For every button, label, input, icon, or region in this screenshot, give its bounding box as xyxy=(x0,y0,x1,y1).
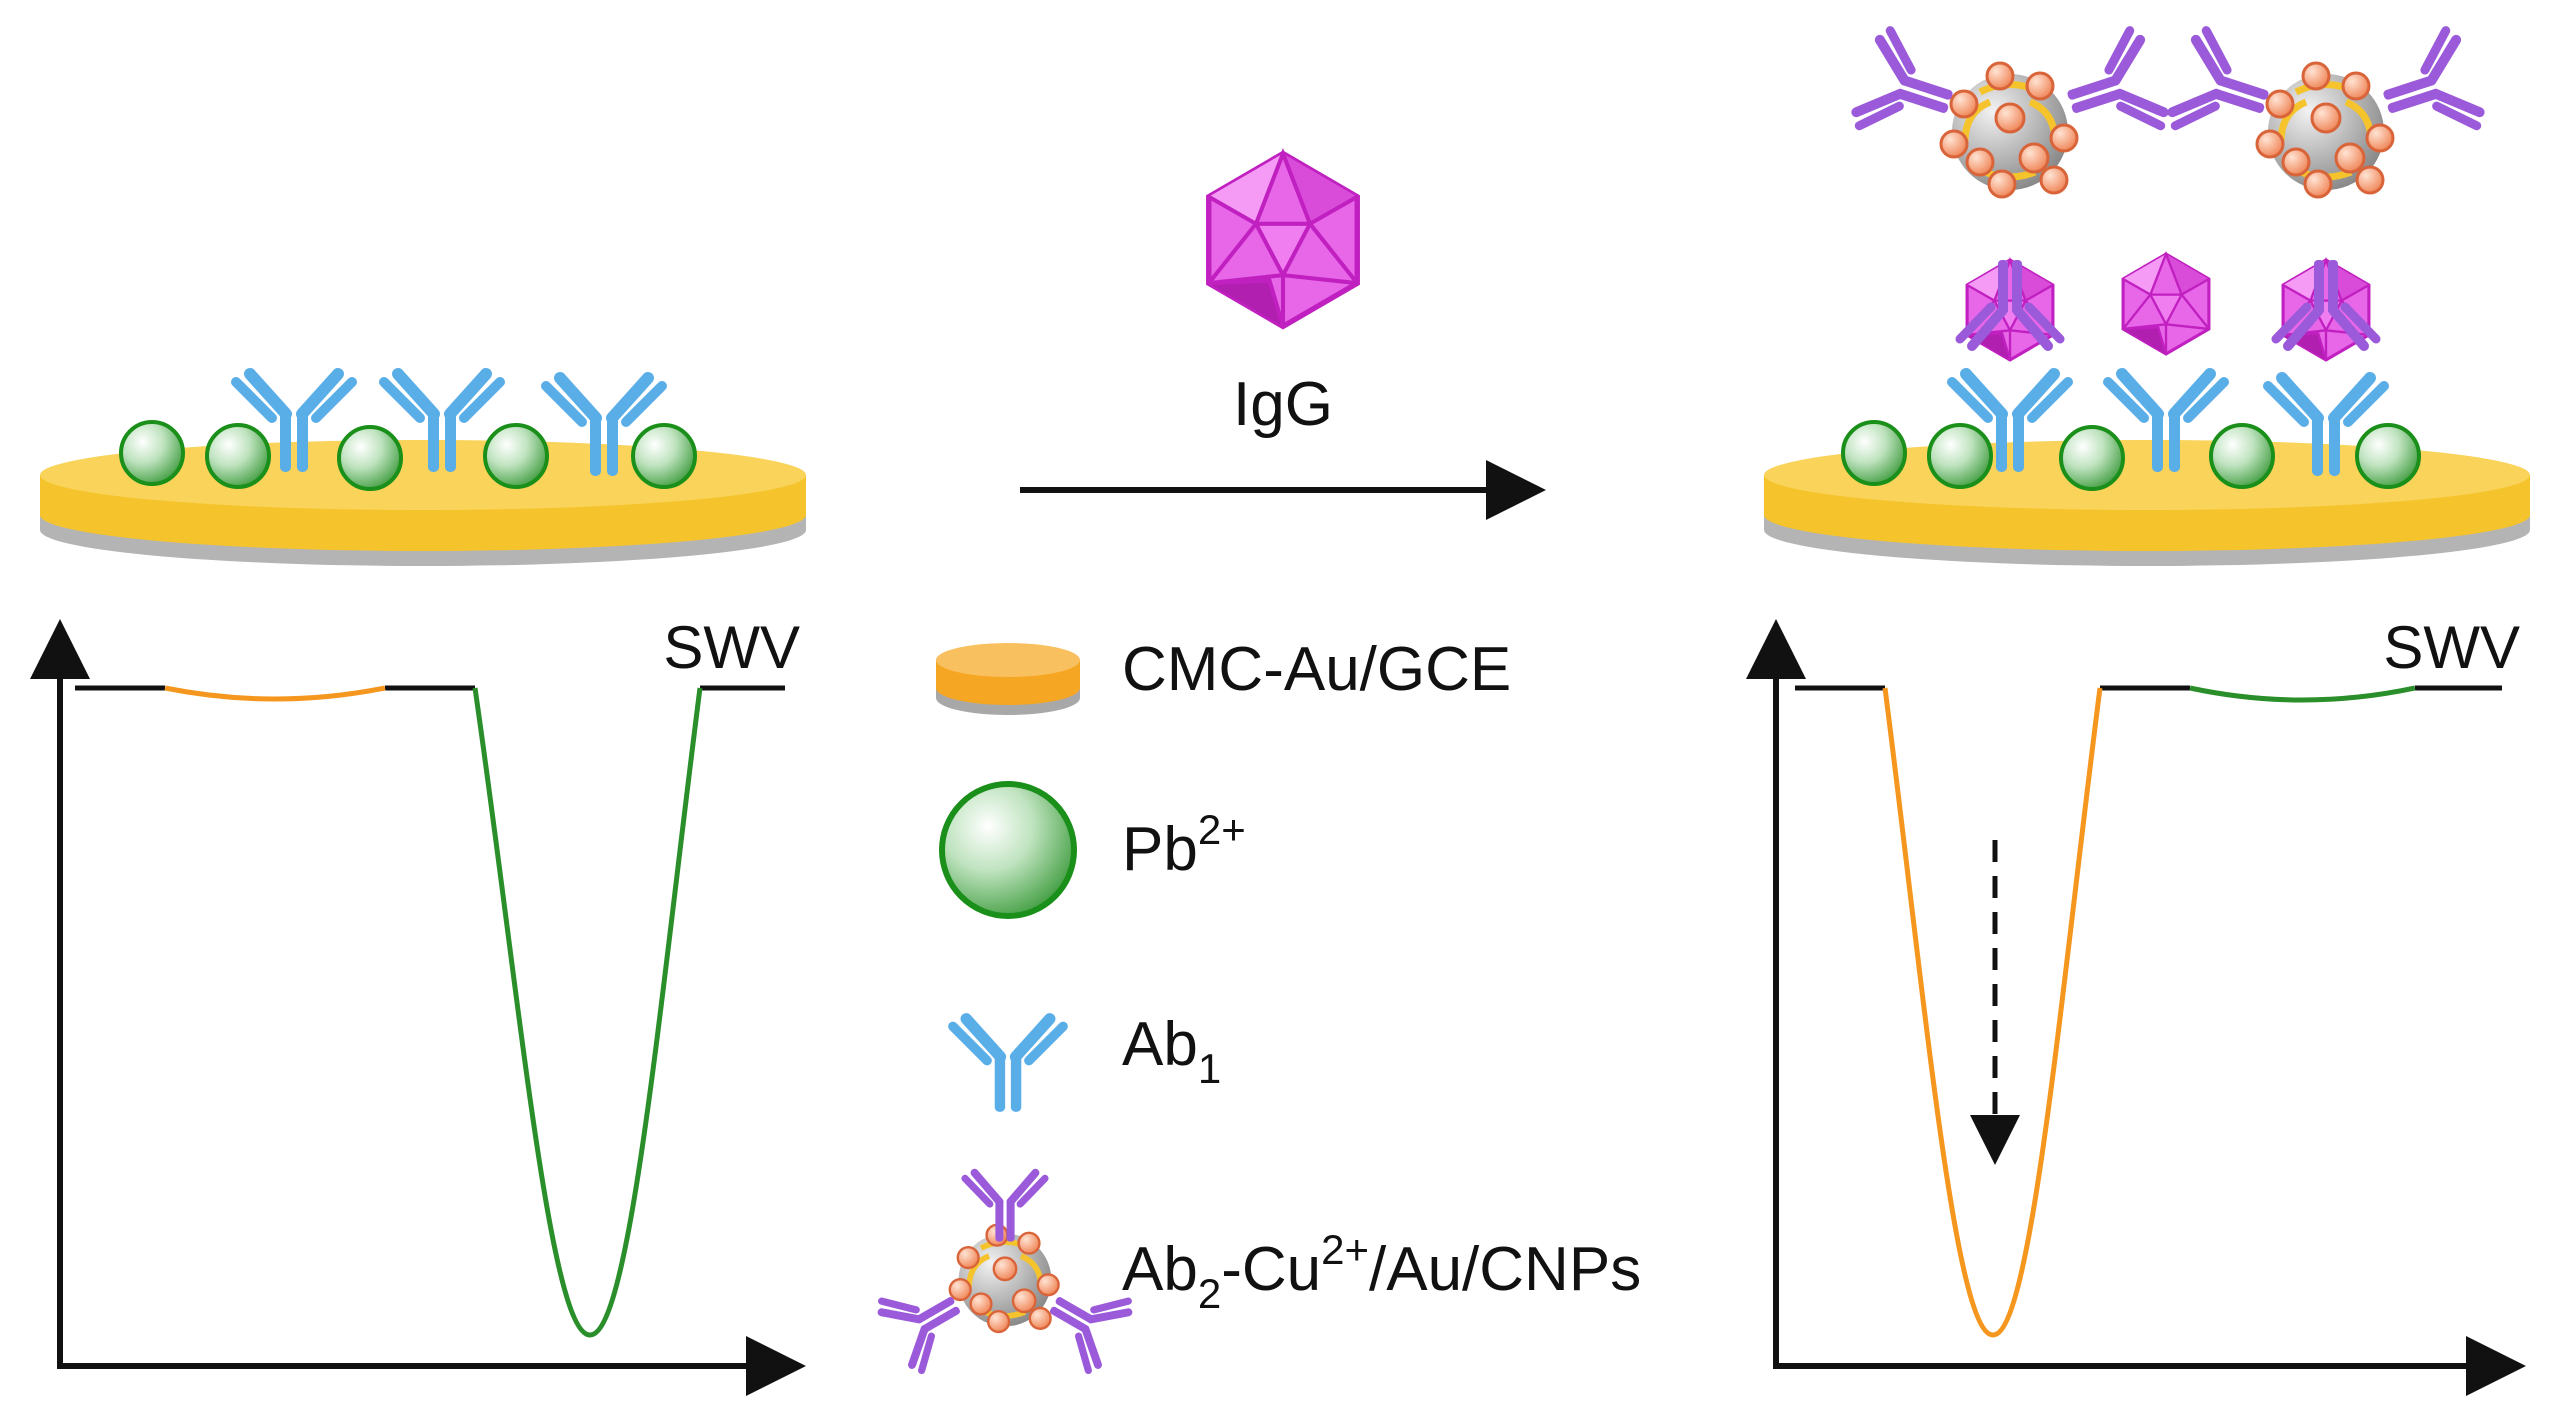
left-swv-pb-peak xyxy=(472,687,703,1338)
legend-item-ab1: Ab1 xyxy=(953,1010,1221,1112)
nanoprobe-icon xyxy=(877,1173,1133,1373)
legend-item-electrode: CMC-Au/GCE xyxy=(936,635,1511,715)
legend-label-probe: Ab2-Cu2+/Au/CNPs xyxy=(1122,1226,1641,1317)
right-swv-label: SWV xyxy=(2383,614,2520,681)
electrode-disc-icon xyxy=(936,643,1080,715)
igg-antigen-icon xyxy=(1209,154,1358,327)
left-electrode-assembly xyxy=(40,374,806,566)
antibody-icon xyxy=(953,1019,1063,1112)
legend-item-lead: Pb2+ xyxy=(939,781,1246,919)
left-ab1-antibodies xyxy=(236,374,662,476)
left-swv-plot: SWV xyxy=(29,614,806,1396)
green-sphere-icon xyxy=(939,781,1077,919)
legend-label-ab1: Ab1 xyxy=(1122,1010,1221,1092)
legend-item-probe: Ab2-Cu2+/Au/CNPs xyxy=(877,1173,1641,1373)
legend-label-electrode: CMC-Au/GCE xyxy=(1122,635,1511,704)
right-swv-plot: SWV xyxy=(1746,614,2526,1396)
right-swv-pb-peak xyxy=(2189,685,2416,703)
left-swv-label: SWV xyxy=(663,614,800,681)
legend: CMC-Au/GCE Pb2+ Ab1 Ab2-Cu2+/Au/CNPs xyxy=(877,635,1641,1373)
igg-label: IgG xyxy=(1233,370,1333,439)
legend-label-lead: Pb2+ xyxy=(1122,806,1246,884)
left-swv-cu-peak xyxy=(164,685,386,702)
right-swv-cu-peak xyxy=(1882,687,2103,1338)
right-electrode-assembly xyxy=(1764,28,2530,566)
